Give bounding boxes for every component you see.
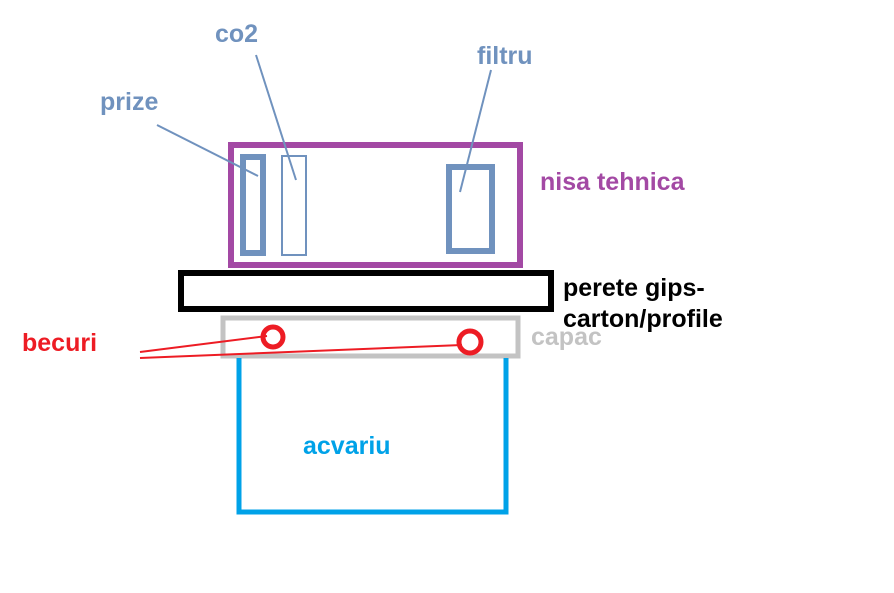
- label-filtru: filtru: [477, 42, 533, 70]
- label-perete-line2: carton/profile: [563, 305, 723, 333]
- label-capac: capac: [531, 323, 602, 351]
- filter-box: [446, 164, 495, 254]
- label-co2: co2: [215, 20, 258, 48]
- bulb-right: [456, 328, 484, 356]
- label-perete-line1: perete gips-: [563, 274, 705, 302]
- label-acvariu: acvariu: [303, 432, 391, 460]
- filtru-pointer-line: [459, 69, 492, 193]
- prize-pointer-line: [156, 124, 259, 177]
- lid-box: [220, 315, 521, 359]
- co2-pointer-line: [255, 54, 297, 181]
- label-becuri: becuri: [22, 329, 97, 357]
- label-nisa-tehnica: nisa tehnica: [540, 168, 686, 196]
- bulb-pointer-line-2: [139, 344, 463, 359]
- drywall-wall-box: [178, 270, 554, 312]
- label-prize: prize: [100, 88, 158, 116]
- co2-box: [281, 155, 307, 256]
- aquarium-tank: [236, 358, 509, 515]
- technical-niche-box: [228, 142, 523, 268]
- bulb-pointer-line-1: [139, 335, 268, 353]
- outlet-box: [240, 154, 266, 256]
- bulb-left: [260, 324, 286, 350]
